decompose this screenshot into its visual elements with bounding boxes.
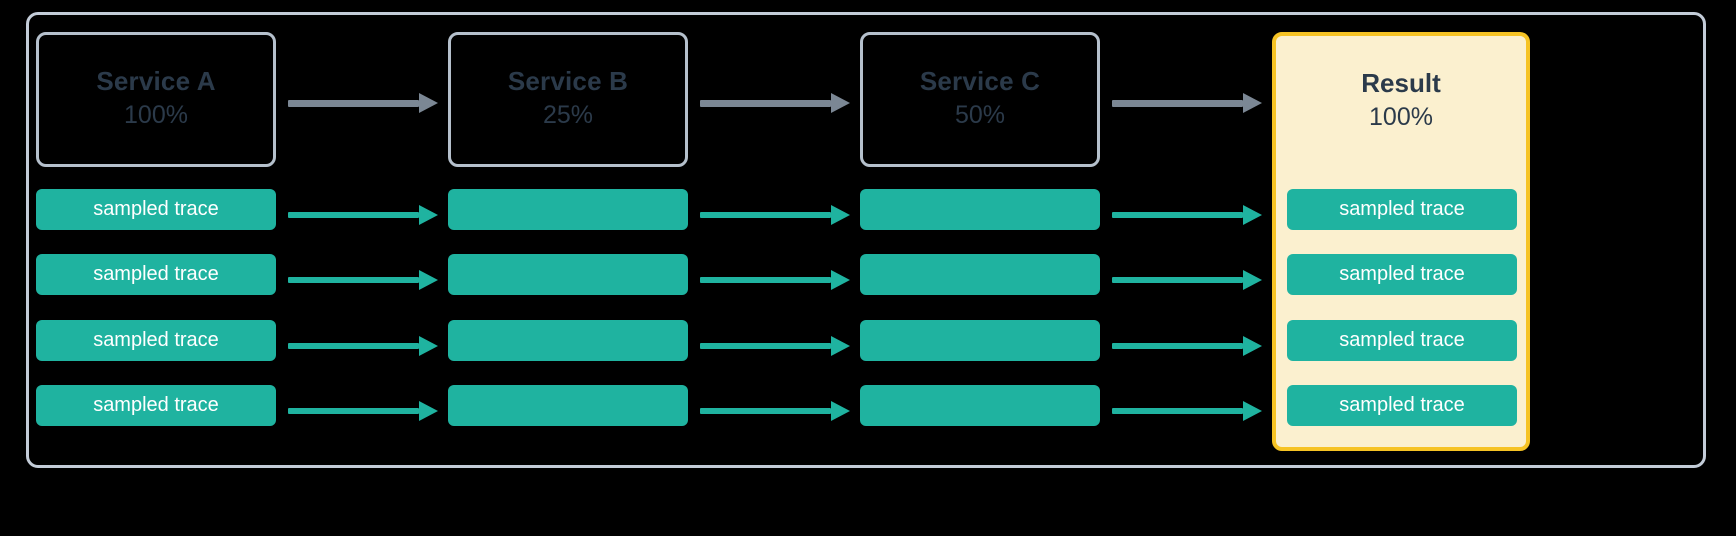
arrow-shaft	[288, 277, 419, 283]
arrow-head	[1243, 205, 1262, 225]
arrow-head	[831, 93, 850, 113]
arrow-head	[831, 270, 850, 290]
arrow-shaft	[700, 343, 831, 349]
service-percent-b: 25%	[542, 101, 594, 130]
arrow-shaft	[700, 277, 831, 283]
result-title: Result	[1361, 68, 1441, 99]
arrow-head	[419, 205, 438, 225]
arrow-head	[1243, 93, 1262, 113]
arrow-head	[1243, 270, 1262, 290]
trace-bar[interactable]: sampled trace	[36, 254, 276, 295]
trace-bar[interactable]	[448, 189, 688, 230]
service-percent-a: 100%	[124, 101, 188, 130]
trace-bar[interactable]	[860, 320, 1100, 361]
arrow-shaft	[288, 212, 419, 218]
arrow-shaft	[288, 100, 419, 107]
arrow-head	[419, 270, 438, 290]
arrow-head	[831, 205, 850, 225]
trace-bar[interactable]	[860, 189, 1100, 230]
arrow-shaft	[1112, 100, 1243, 107]
arrow-shaft	[1112, 212, 1243, 218]
result-box[interactable]: Result 100% sampled trace sampled trace …	[1272, 32, 1530, 451]
service-name-a: Service A	[96, 66, 216, 97]
arrow-shaft	[700, 408, 831, 414]
service-box-service-c[interactable]: Service C 50%	[860, 32, 1100, 167]
result-header: Result 100%	[1276, 36, 1526, 167]
arrow-head	[1243, 336, 1262, 356]
column-service-a: Service A 100% sampled trace sampled tra…	[36, 0, 276, 536]
column-service-b: Service B 25%	[448, 0, 688, 536]
arrow-head	[419, 401, 438, 421]
arrow-head	[831, 401, 850, 421]
trace-bar[interactable]: sampled trace	[36, 385, 276, 426]
trace-bar[interactable]: sampled trace	[36, 189, 276, 230]
service-box-service-b[interactable]: Service B 25%	[448, 32, 688, 167]
diagram-outer-frame	[26, 12, 1706, 468]
arrow-shaft	[1112, 343, 1243, 349]
service-name-b: Service B	[507, 66, 629, 97]
trace-bar[interactable]	[448, 385, 688, 426]
arrow-shaft	[700, 100, 831, 107]
arrow-shaft	[288, 408, 419, 414]
trace-bar[interactable]: sampled trace	[1287, 385, 1517, 426]
arrow-head	[419, 336, 438, 356]
service-box-service-a[interactable]: Service A 100%	[36, 32, 276, 167]
service-percent-c: 50%	[954, 101, 1006, 130]
arrow-shaft	[700, 212, 831, 218]
trace-bar[interactable]	[860, 385, 1100, 426]
trace-bar[interactable]: sampled trace	[1287, 254, 1517, 295]
arrow-head	[831, 336, 850, 356]
trace-bar[interactable]: sampled trace	[36, 320, 276, 361]
result-percent: 100%	[1369, 103, 1433, 132]
arrow-head	[419, 93, 438, 113]
trace-bar[interactable]	[448, 254, 688, 295]
arrow-shaft	[1112, 408, 1243, 414]
arrow-shaft	[1112, 277, 1243, 283]
service-name-c: Service C	[919, 66, 1041, 97]
trace-bar[interactable]	[860, 254, 1100, 295]
trace-bar[interactable]: sampled trace	[1287, 320, 1517, 361]
arrow-head	[1243, 401, 1262, 421]
trace-bar[interactable]: sampled trace	[1287, 189, 1517, 230]
column-service-c: Service C 50%	[860, 0, 1100, 536]
trace-bar[interactable]	[448, 320, 688, 361]
arrow-shaft	[288, 343, 419, 349]
